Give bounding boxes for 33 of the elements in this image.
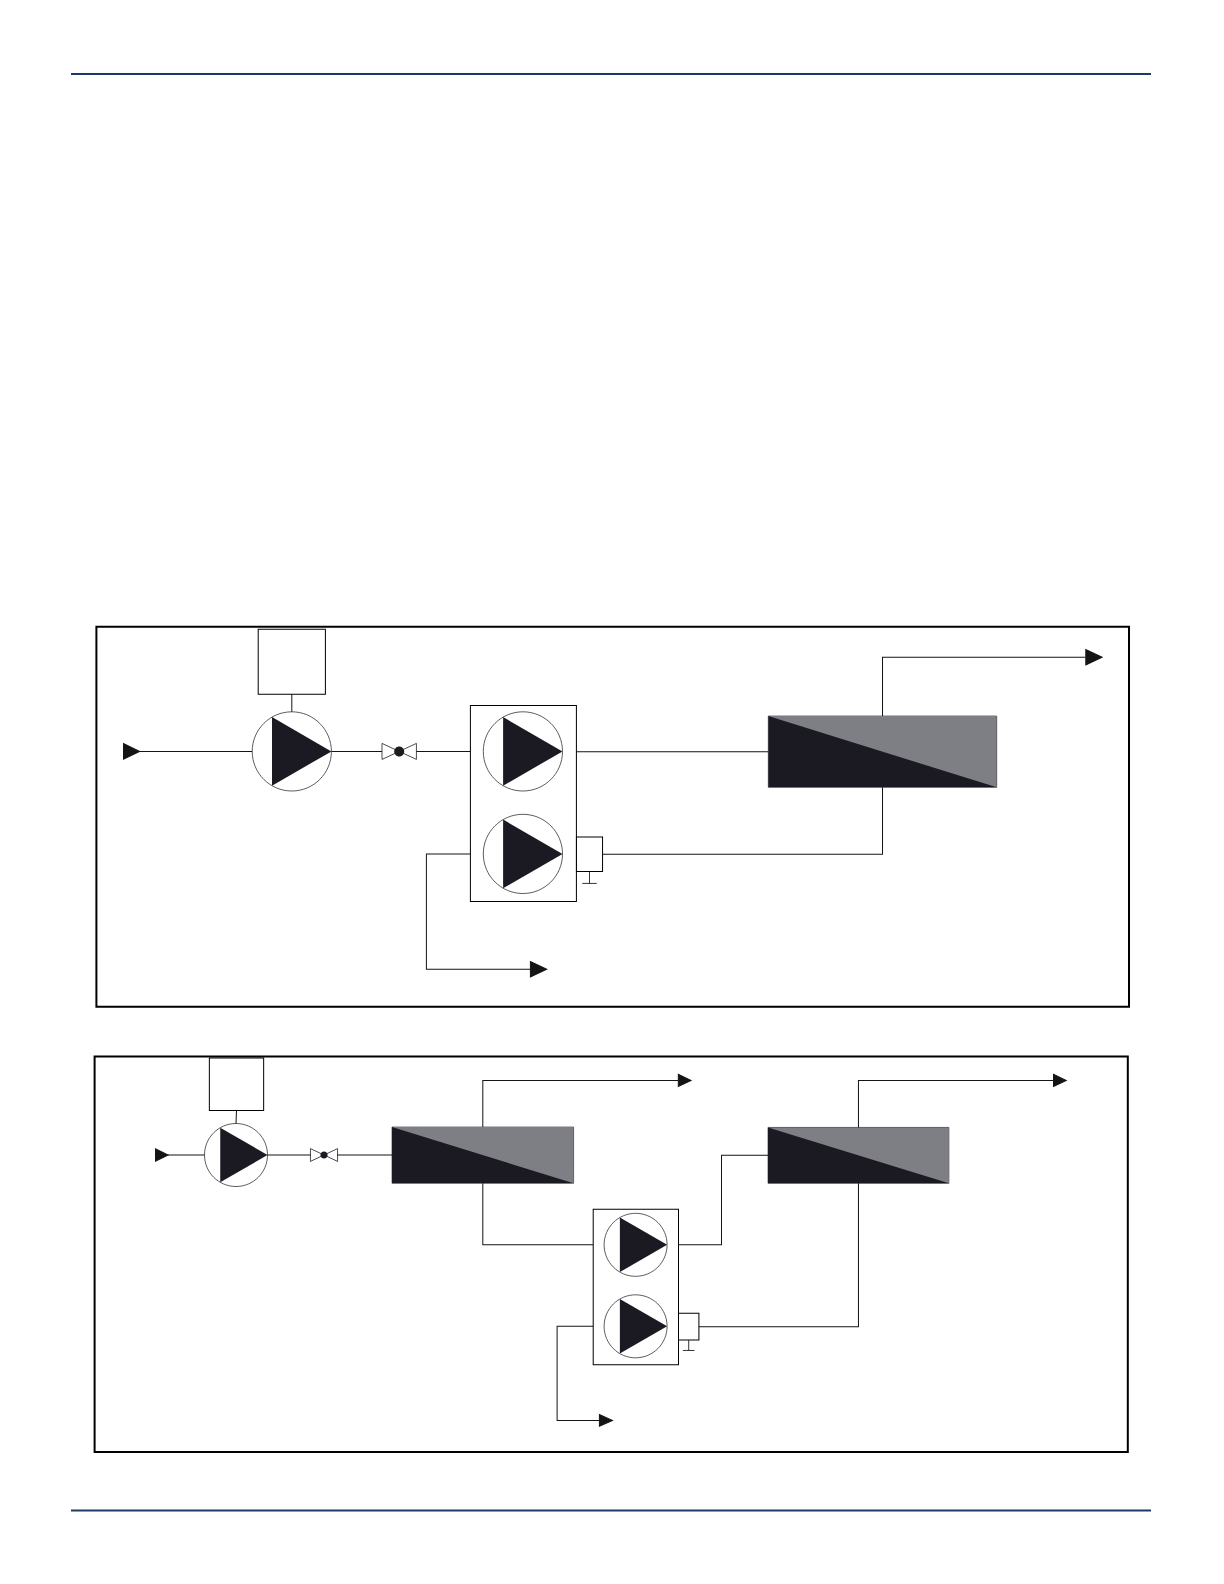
- pipe-line: [337, 1154, 393, 1156]
- pipe-line: [267, 1154, 311, 1156]
- pipe-line: [330, 750, 383, 752]
- flow-arrow: [857, 1073, 1067, 1128]
- pipe-line: [235, 1109, 237, 1124]
- flow-arrow: [482, 1073, 692, 1128]
- pipe-line: [602, 786, 883, 855]
- valve-symbol: [310, 1148, 338, 1162]
- membrane-module: [767, 1127, 950, 1184]
- pipe-line: [482, 1182, 594, 1246]
- pipe-line: [698, 1182, 859, 1328]
- pump-symbol: [251, 711, 332, 792]
- control-box: [678, 1312, 700, 1351]
- flow-arrow: [425, 853, 548, 978]
- pipe-line: [291, 693, 293, 713]
- control-box: [575, 836, 604, 884]
- pump-symbol: [204, 1123, 268, 1187]
- flow-arrow: [556, 1325, 613, 1427]
- pump-symbol: [482, 711, 563, 792]
- pump-symbol: [482, 813, 563, 894]
- valve-symbol: [381, 743, 417, 760]
- pipe-line: [415, 750, 471, 752]
- motor-box: [257, 628, 326, 695]
- flow-arrow: [882, 649, 1103, 717]
- pump-symbol: [603, 1294, 668, 1359]
- flow-arrow: [123, 743, 253, 760]
- pipe-line: [678, 1154, 769, 1246]
- pipe-line: [575, 751, 769, 753]
- motor-box: [208, 1057, 265, 1111]
- membrane-module: [391, 1126, 574, 1184]
- membrane-module: [768, 715, 997, 788]
- flow-arrow: [155, 1148, 205, 1162]
- pump-symbol: [603, 1212, 668, 1277]
